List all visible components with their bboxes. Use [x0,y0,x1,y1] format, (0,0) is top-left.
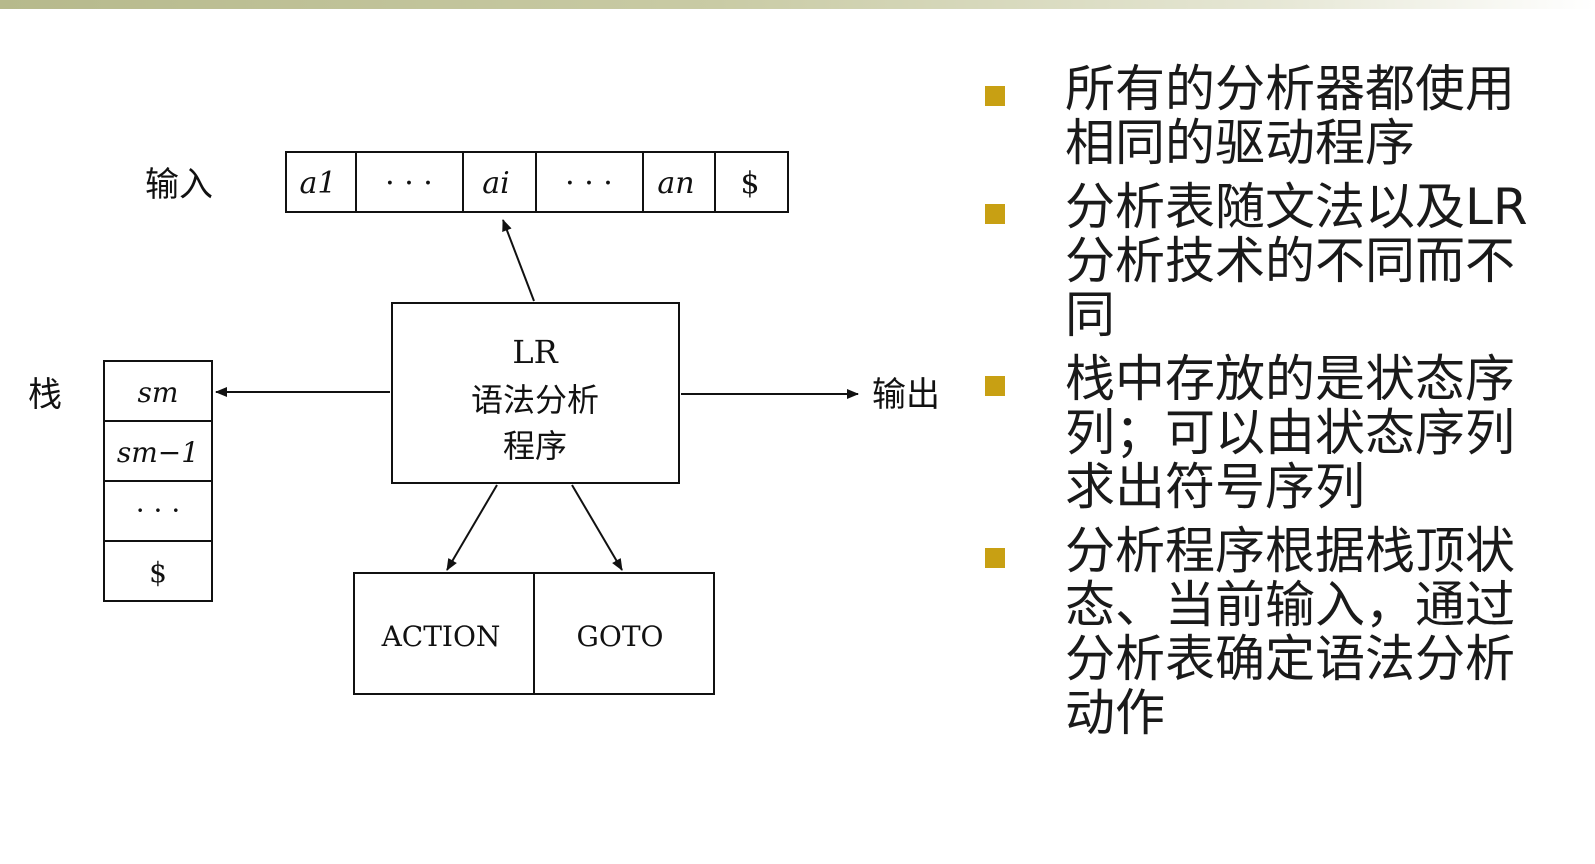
bullet-text: 分析表随文法以及LR分析技术的不同而不同 [1065,178,1528,344]
input-cell-a1: a1 [300,166,337,201]
bullet-text: 栈中存放的是状态序列；可以由状态序列求出符号序列 [1065,350,1515,516]
stack-label: 栈 [28,375,62,415]
input-cell-ellipsis-1: · · · [385,166,433,201]
arrow-parser-to-input [502,219,535,302]
stack-cell-end-marker: $ [149,556,167,589]
bullet-list: 所有的分析器都使用相同的驱动程序 分析表随文法以及LR分析技术的不同而不同 栈中… [985,62,1585,750]
arrow-parser-to-goto [571,484,623,571]
input-cell-ellipsis-2: · · · [565,166,613,201]
action-table-label: ACTION [381,620,501,653]
bullet-item: 分析表随文法以及LR分析技术的不同而不同 [985,180,1530,342]
stack-box [103,360,213,602]
output-label: 输出 [872,375,940,415]
parser-title-program: 程序 [503,427,567,465]
square-bullet-icon [985,204,1005,224]
parser-box [391,302,680,484]
input-tape [285,151,789,213]
square-bullet-icon [985,548,1005,568]
bullet-item: 所有的分析器都使用相同的驱动程序 [985,62,1530,170]
parser-title-analysis: 语法分析 [471,381,599,419]
stack-cell-sm-minus-1: sm−1 [117,436,199,469]
bullet-text: 所有的分析器都使用相同的驱动程序 [1065,60,1515,172]
parse-table-box [353,572,715,695]
goto-table-label: GOTO [577,620,664,653]
input-cell-an: an [657,166,694,201]
square-bullet-icon [985,376,1005,396]
top-decorative-band [0,0,1595,9]
arrow-parser-to-action [446,484,498,571]
bullet-item: 分析程序根据栈顶状态、当前输入，通过分析表确定语法分析动作 [985,524,1530,740]
bullet-item: 栈中存放的是状态序列；可以由状态序列求出符号序列 [985,352,1530,514]
stack-cell-ellipsis: · · · [136,494,181,527]
input-cell-end-marker: $ [740,166,759,201]
bullet-text: 分析程序根据栈顶状态、当前输入，通过分析表确定语法分析动作 [1065,522,1515,742]
square-bullet-icon [985,86,1005,106]
input-label: 输入 [145,165,213,205]
input-cell-ai: ai [482,166,509,201]
stack-cell-sm: sm [138,376,179,409]
parser-title-lr: LR [512,333,558,371]
